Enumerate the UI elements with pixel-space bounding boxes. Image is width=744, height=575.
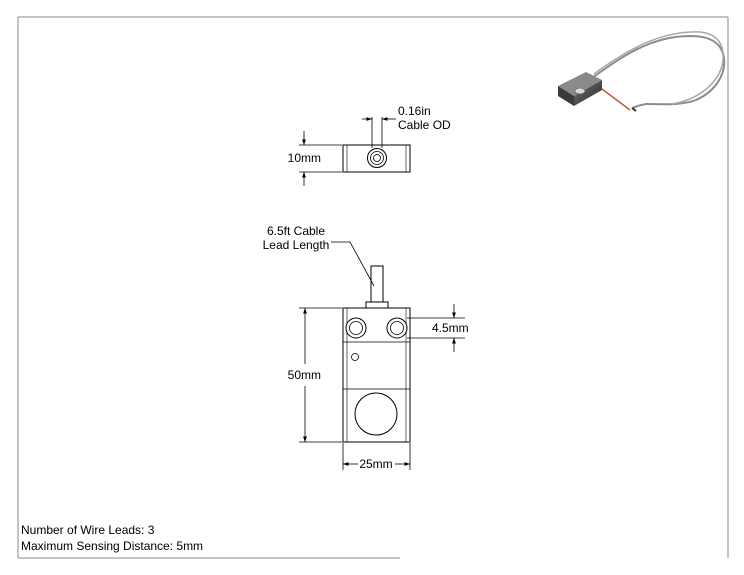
indicator-led bbox=[351, 353, 359, 361]
sensing-face bbox=[354, 392, 398, 436]
sensing-distance-note: Maximum Sensing Distance: 5mm bbox=[21, 539, 204, 553]
thickness-dimension: 10mm bbox=[288, 151, 321, 165]
sensing-face-iso bbox=[574, 87, 586, 95]
sheet-border bbox=[17, 16, 729, 559]
cable-od-label-line2: Cable OD bbox=[398, 118, 451, 132]
width-dimension: 25mm bbox=[359, 457, 392, 471]
isometric-view bbox=[558, 31, 726, 112]
spec-notes: Number of Wire Leads: 3 Maximum Sensing … bbox=[21, 522, 203, 554]
height-dimension: 50mm bbox=[288, 368, 321, 382]
wire-leads-note: Number of Wire Leads: 3 bbox=[21, 523, 155, 537]
cable-od-label-line1: 0.16in bbox=[398, 104, 431, 118]
hole-spacing-dimension: 4.5mm bbox=[432, 321, 469, 335]
sensor-body-iso bbox=[558, 72, 602, 96]
cable-inner-circle bbox=[373, 154, 381, 162]
cable-lead-label-line2: Lead Length bbox=[263, 238, 330, 252]
front-view: 6.5ft Cable Lead Length 4.5mm 50mm 25mm bbox=[263, 224, 469, 471]
top-view: 0.16in Cable OD 10mm bbox=[288, 104, 451, 186]
cable-lead-label-line1: 6.5ft Cable bbox=[267, 224, 325, 238]
